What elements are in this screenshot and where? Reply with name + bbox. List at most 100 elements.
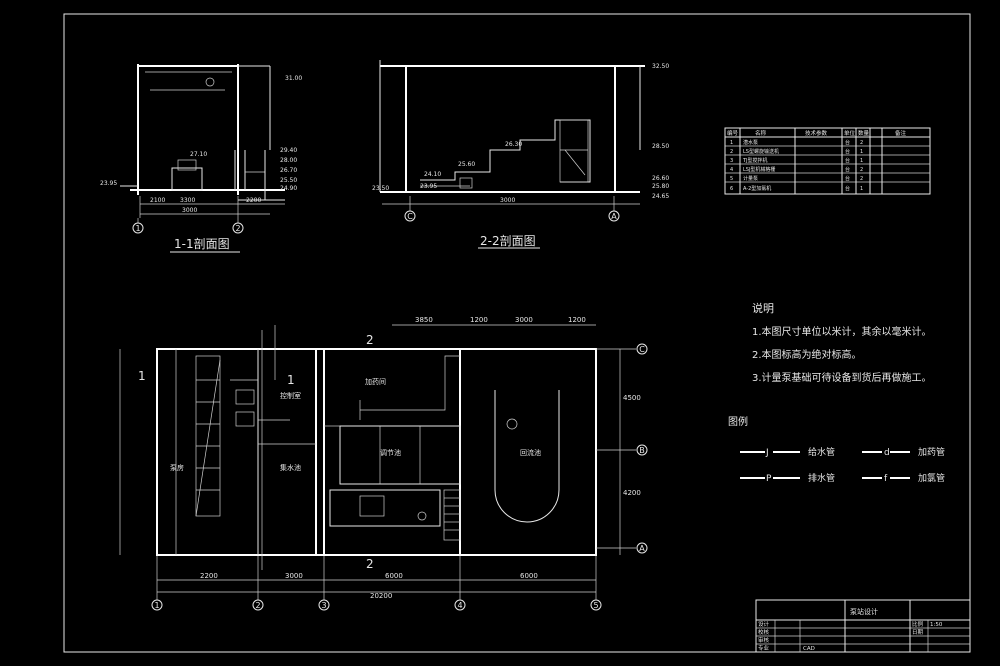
level-text: 26.60 [652,175,669,182]
section-title: 2-2剖面图 [480,234,536,248]
dim-text: 3000 [285,572,303,580]
dim-text: 1200 [470,316,488,324]
dim-text: 2100 [150,197,165,204]
title-cell: 校核 [758,628,770,636]
grid-bubble [151,599,163,611]
grid-bubble [252,599,264,611]
dim-text: 3850 [415,316,433,324]
table-cell: 台 [845,175,850,182]
grid-bubble [608,210,620,222]
table-cell: 计量泵 [743,175,758,182]
table-cell: 1 [860,158,863,164]
table-header: 备注 [895,129,907,137]
table-cell: 6 [730,186,733,192]
table-header: 编号 [727,129,739,137]
table-cell: 4 [730,167,733,173]
cut-mark: 2 [366,333,374,347]
table-cell: 台 [845,166,850,173]
reflux-tank [494,390,560,523]
table-row: 6 A-2型加氯机 台 1 [730,185,863,192]
level-text: 26.30 [505,141,522,148]
grid-bubble [636,542,648,554]
grid-bubble [404,210,416,222]
legend: 图例 J 给水管 P 排水管 d 加药管 f 加氯管 [728,415,945,484]
level-text: 26.70 [280,167,297,174]
table-cell: LSJ型机械格栅 [743,166,775,173]
level-text: 23.95 [420,183,437,190]
project-title: 泵站设计 [850,607,878,616]
grid-label: C [407,212,413,221]
grid-label: 2 [255,601,260,610]
notes: 说明 1.本图尺寸单位以米计，其余以毫米计。 2.本图标高为绝对标高。 3.计量… [752,301,932,384]
note-item: 2.本图标高为绝对标高。 [752,348,862,361]
dim-text: 3000 [515,316,533,324]
table-header: 技术参数 [805,129,828,137]
grid-bubble [636,444,648,456]
level-text: 25.60 [458,161,475,168]
cut-mark: 1 [138,369,146,383]
grid-label: 1 [135,224,140,233]
cut-mark: 1 [287,373,295,387]
grid-bubble [132,222,144,234]
table-row: 5 计量泵 台 2 [730,175,863,182]
title-cell: 审核 [758,636,770,644]
level-text: 25.80 [652,183,669,190]
level-text: 24.10 [424,171,441,178]
table-header: 名称 [755,129,767,137]
grid-label: A [639,544,645,553]
grid-label: 3 [321,601,326,610]
level-text: 25.50 [280,177,297,184]
legend-code: f [884,474,888,484]
grid-bubble [454,599,466,611]
dim-text: 1200 [568,316,586,324]
grid-label: B [639,446,645,455]
level-text: 28.00 [280,157,297,164]
level-text: 28.50 [652,143,669,150]
dosing-tank [339,425,461,485]
table-cell: 台 [845,185,850,192]
note-item: 3.计量泵基础可待设备到货后再做施工。 [752,371,932,384]
grid-label: C [639,345,645,354]
dim-text: 6000 [520,572,538,580]
legend-label: 加药管 [918,446,945,458]
level-text: 24.90 [280,185,297,192]
table-cell: 1 [730,140,733,146]
equipment-table: 编号 名称 技术参数 单位 数量 备注 1 潜水泵 台 2 2 LS型螺旋输送机… [724,127,931,195]
title-cell: 日期 [912,629,924,636]
grid-bubble [590,599,602,611]
table-cell: 台 [845,148,850,155]
title-cell: 设计 [758,620,770,628]
table-row: 1 潜水泵 台 2 [730,139,863,146]
table-cell: TJ型搅拌机 [742,157,768,164]
title-cell: 专业 [758,644,770,652]
level-text: 24.65 [652,193,669,200]
title-cell: 1:50 [930,622,943,628]
table-cell: 2 [730,149,733,155]
table-header: 单位 [844,129,856,137]
cut-mark: 2 [366,557,374,571]
level-text: 32.50 [652,63,669,70]
screen-channel [195,355,221,517]
grid-label: A [611,212,617,221]
table-cell: 3 [730,158,733,164]
table-row: 3 TJ型搅拌机 台 1 [730,157,863,164]
grid-bubble [636,343,648,355]
level-text: 23.95 [100,180,117,187]
note-item: 1.本图尺寸单位以米计，其余以毫米计。 [752,325,932,338]
level-text: 27.10 [190,151,207,158]
room-label: 集水池 [280,463,301,472]
dim-total: 20200 [370,592,392,600]
room-label: 加药间 [365,377,386,386]
table-cell: LS型螺旋输送机 [743,148,779,155]
title-cell: CAD [803,646,815,652]
dim-text: 6000 [385,572,403,580]
notes-title: 说明 [752,301,774,315]
title-cell: 比例 [912,620,924,628]
grid-bubble [318,599,330,611]
room-label: 调节池 [380,448,401,457]
table-cell: 台 [845,157,850,164]
table-cell: 1 [860,186,863,192]
section-2-2: C A 3000 32.50 28.50 26.60 25.80 24.65 2… [372,60,669,249]
room-label: 控制室 [280,391,301,400]
table-cell: A-2型加氯机 [743,185,771,192]
